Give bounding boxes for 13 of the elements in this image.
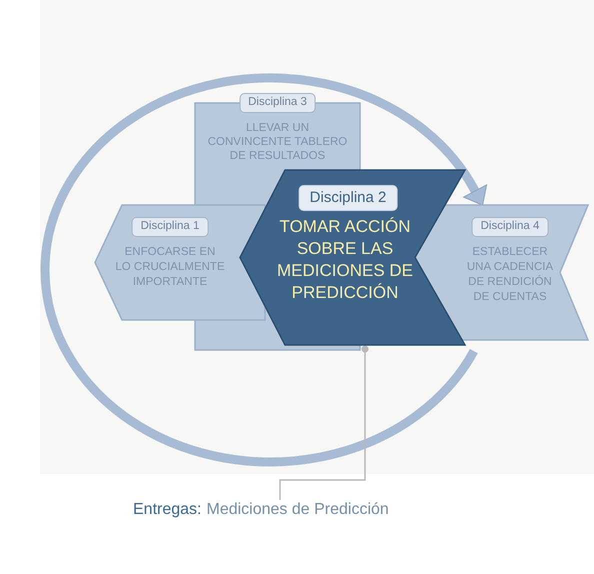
caption-label: Entregas:: [133, 501, 202, 518]
discipline-tag: Disciplina 2: [298, 185, 398, 211]
discipline-tag: Disciplina 3: [239, 93, 316, 113]
chevron-panel: [415, 205, 588, 340]
discipline-title: ESTABLECER UNA CADENCIA DE RENDICIÓN DE CUENTAS: [466, 245, 554, 305]
discipline-tag: Disciplina 1: [132, 217, 208, 237]
discipline-tag: Disciplina 4: [472, 217, 548, 237]
cycle-arrow: [40, 74, 487, 466]
discipline-title: LLEVAR UN CONVINCENTE TABLERO DE RESULTADOS: [208, 121, 348, 163]
discipline-title: TOMAR ACCIÓN SOBRE LAS MEDICIONES DE PREDICCIÓN: [276, 216, 414, 304]
leader-line: [279, 345, 368, 500]
caption-text: Mediciones de Predicción: [206, 501, 389, 518]
discipline-title: ENFOCARSE EN LO CRUCIALMENTE IMPORTANTE: [115, 245, 225, 290]
